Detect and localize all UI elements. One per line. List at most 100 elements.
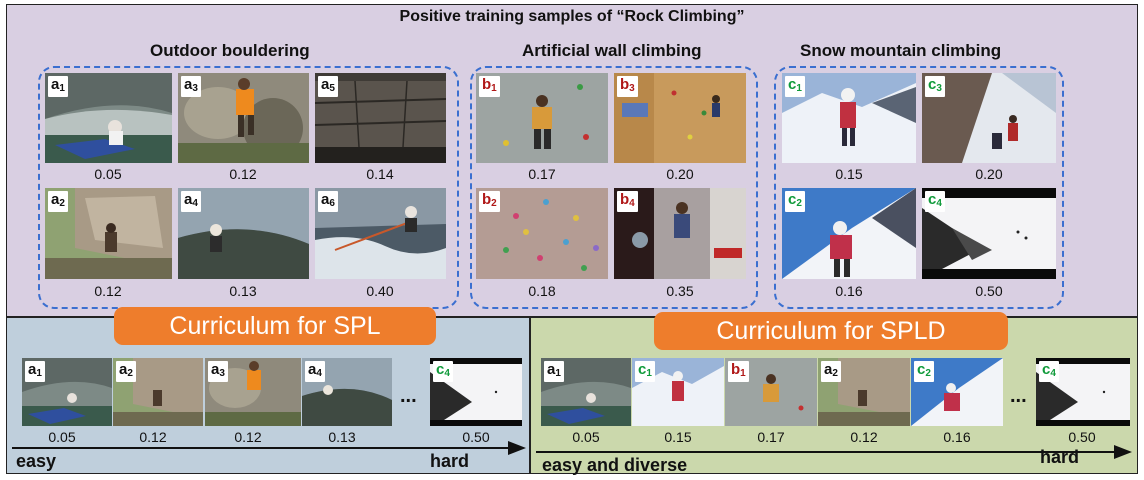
sample-letter: a <box>28 361 37 378</box>
sample-letter: b <box>482 191 492 208</box>
score-a4: 0.13 <box>229 283 257 299</box>
spl-score-3: 0.12 <box>234 429 262 445</box>
spld-score-3: 0.17 <box>757 429 785 445</box>
spl-label-5: c4 <box>433 361 453 382</box>
spld-ellipsis: ... <box>1010 385 1027 407</box>
score-b1: 0.17 <box>528 166 556 182</box>
score-a1: 0.05 <box>94 166 122 182</box>
spl-ellipsis: ... <box>400 385 417 407</box>
spld-score-2: 0.15 <box>664 429 692 445</box>
group-title-snow-mountain: Snow mountain climbing <box>800 41 1002 60</box>
label-b4: b4 <box>617 191 638 212</box>
spl-score-4: 0.13 <box>328 429 356 445</box>
spl-label-2: a2 <box>116 361 136 382</box>
label-a6: a6 <box>318 191 338 212</box>
label-a4: a4 <box>181 191 201 212</box>
score-c4: 0.50 <box>975 283 1003 299</box>
spl-score-5: 0.50 <box>462 429 490 445</box>
sample-letter: c <box>917 361 926 378</box>
spld-score-4: 0.12 <box>850 429 878 445</box>
label-c4: c4 <box>925 191 945 212</box>
sample-index: 6 <box>329 198 335 209</box>
score-c1: 0.15 <box>835 166 863 182</box>
spld-label-2: c1 <box>635 361 655 382</box>
sample-index: 5 <box>329 83 335 94</box>
sample-index: 2 <box>832 368 838 379</box>
spld-title-pill: Curriculum for SPLD <box>654 312 1008 350</box>
score-b3: 0.20 <box>666 166 694 182</box>
sample-index: 2 <box>127 368 133 379</box>
spld-label-4: a2 <box>821 361 841 382</box>
sample-letter: a <box>321 191 330 208</box>
spld-photo-5 <box>911 358 1003 426</box>
sample-letter: a <box>211 361 220 378</box>
score-b2: 0.18 <box>528 283 556 299</box>
sample-letter: a <box>547 361 556 378</box>
group-title-artificial-wall: Artificial wall climbing <box>522 41 702 60</box>
sample-index: 2 <box>491 198 497 209</box>
sample-letter: a <box>51 191 60 208</box>
sample-index: 4 <box>316 368 322 379</box>
sample-index: 4 <box>192 198 198 209</box>
sample-index: 3 <box>936 83 942 94</box>
figure-title: Positive training samples of “Rock Climb… <box>399 8 745 25</box>
sample-letter: b <box>482 76 492 93</box>
sample-letter: a <box>184 191 193 208</box>
sample-photo-a4 <box>178 188 309 279</box>
group-box-snow-mountain <box>774 66 1064 309</box>
sample-letter: a <box>51 76 60 93</box>
sample-letter: c <box>436 361 445 378</box>
sample-letter: b <box>620 191 630 208</box>
sample-index: 4 <box>936 198 942 209</box>
sample-index: 4 <box>444 368 450 379</box>
sample-letter: c <box>928 191 937 208</box>
sample-photo-a3 <box>178 73 309 163</box>
sample-index: 2 <box>796 198 802 209</box>
spl-label-3: a3 <box>208 361 228 382</box>
label-a3: a3 <box>181 76 201 97</box>
sample-letter: c <box>788 76 797 93</box>
spl-score-2: 0.12 <box>139 429 167 445</box>
sample-letter: c <box>928 76 937 93</box>
sample-index: 4 <box>629 198 635 209</box>
spld-photo-6 <box>1036 358 1130 426</box>
sample-index: 1 <box>740 368 746 379</box>
spl-title-pill: Curriculum for SPL <box>114 307 436 345</box>
group-box-artificial-wall <box>470 66 758 309</box>
sample-letter: a <box>308 361 317 378</box>
spl-score-1: 0.05 <box>48 429 76 445</box>
sample-photo-b4 <box>614 188 746 279</box>
spld-easy-diverse-label: easy and diverse <box>542 455 688 475</box>
spld-difficulty-arrow <box>536 445 1132 459</box>
label-c3: c3 <box>925 76 945 97</box>
sample-letter: b <box>620 76 630 93</box>
score-a5: 0.14 <box>366 166 394 182</box>
spld-score-6: 0.50 <box>1068 429 1096 445</box>
label-a2: a2 <box>48 191 68 212</box>
sample-index: 2 <box>925 368 931 379</box>
sample-letter: c <box>788 191 797 208</box>
spl-hard-label: hard <box>430 451 470 471</box>
sample-photo-c2 <box>782 188 916 279</box>
sample-index: 1 <box>555 368 561 379</box>
sample-index: 1 <box>796 83 802 94</box>
sample-photo-c4 <box>922 188 1056 279</box>
sample-letter: c <box>1042 361 1051 378</box>
label-a5: a5 <box>318 76 338 97</box>
spld-hard-label: hard <box>1040 447 1080 467</box>
label-c2: c2 <box>785 191 805 212</box>
sample-letter: a <box>119 361 128 378</box>
sample-letter: a <box>321 76 330 93</box>
spl-label-4: a4 <box>305 361 325 382</box>
score-b4: 0.35 <box>666 283 694 299</box>
spld-score-1: 0.05 <box>572 429 600 445</box>
spl-difficulty-arrow <box>12 441 526 455</box>
score-a6: 0.40 <box>366 283 394 299</box>
score-a3: 0.12 <box>229 166 257 182</box>
sample-index: 1 <box>36 368 42 379</box>
label-b2: b2 <box>479 191 500 212</box>
spld-label-5: c2 <box>914 361 934 382</box>
spl-label-1: a1 <box>25 361 45 382</box>
sample-index: 1 <box>491 83 497 94</box>
label-c1: c1 <box>785 76 805 97</box>
